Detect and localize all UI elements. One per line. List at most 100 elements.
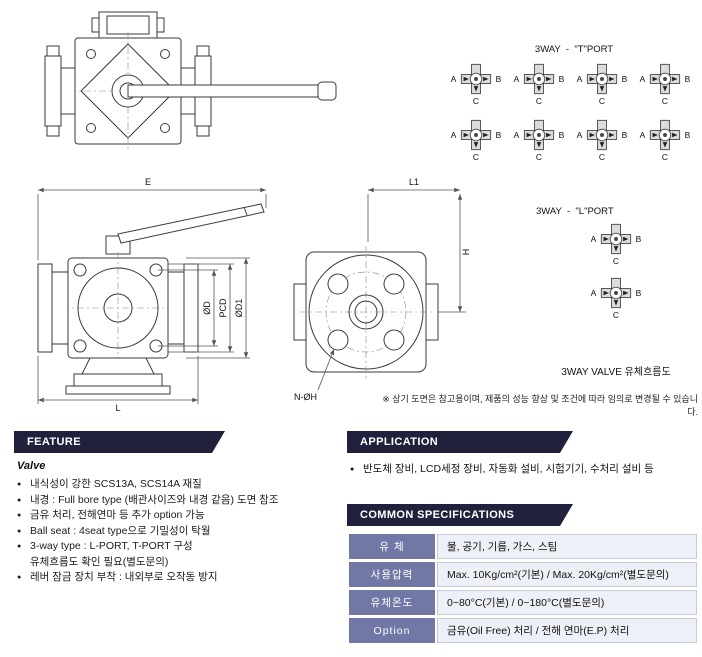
spec-label-option: Option (349, 618, 435, 643)
spec-value-fluid: 물, 공기, 기름, 가스, 스팀 (437, 534, 697, 559)
t-port-title: 3WAY - "T"PORT (534, 44, 614, 55)
spec-table: 유 체 물, 공기, 기름, 가스, 스팀 사용압력 Max. 10Kg/cm²… (349, 534, 697, 646)
dim-l1-label: L1 (409, 177, 419, 187)
port-a-label: A (576, 130, 583, 140)
spec-label-fluid: 유 체 (349, 534, 435, 559)
l-port-flow-section: 3WAY - "L"PORT A B C A B C (532, 206, 700, 321)
feature-item-text: 레버 잠금 장치 부착 : 내외부로 오작동 방지 (30, 571, 218, 583)
feature-item: ● 내경 : Full bore type (배관사이즈와 내경 같음) 도면 … (17, 493, 347, 509)
port-c-label: C (535, 96, 543, 106)
port-b-label: B (621, 74, 628, 84)
flange-face-drawing: L1 H N-ØH (293, 177, 471, 402)
port-b-label: B (635, 288, 642, 298)
port-c-label: C (472, 96, 480, 106)
dim-e-label: E (145, 177, 151, 187)
application-item-text: 반도체 장비, LCD세정 장비, 자동화 설비, 시험기기, 수처리 설비 등 (363, 463, 654, 475)
feature-item-text: 유체흐름도 확인 필요(별도문의) (30, 555, 169, 568)
dim-pcd-label: PCD (218, 298, 228, 318)
port-a-label: A (639, 130, 646, 140)
bullet-icon: ● (17, 543, 22, 550)
spec-row: Option 금유(Oil Free) 처리 / 전해 연마(E.P) 처리 (349, 618, 697, 643)
valve-flow-icon (460, 63, 492, 95)
spec-value-option: 금유(Oil Free) 처리 / 전해 연마(E.P) 처리 (437, 618, 697, 643)
dim-h-label: H (461, 249, 471, 256)
port-c-label: C (535, 152, 543, 162)
feature-item-text: 내경 : Full bore type (배관사이즈와 내경 같음) 도면 참조 (30, 493, 279, 506)
valve-flow-icon (523, 119, 555, 151)
feature-item: ● 금유 처리, 전해연마 등 추가 option 가능 (17, 508, 347, 524)
port-b-label: B (495, 74, 502, 84)
dim-l-label: L (115, 403, 120, 412)
port-a-label: A (590, 234, 597, 244)
flow-diagram-cell: A B C (574, 119, 637, 163)
port-a-label: A (450, 74, 457, 84)
port-a-label: A (450, 130, 457, 140)
feature-subtitle: Valve (17, 460, 46, 472)
bullet-icon: ● (350, 466, 355, 473)
spec-label-temperature: 유체온도 (349, 590, 435, 615)
port-b-label: B (558, 74, 565, 84)
flow-diagram-cell: A B C (448, 63, 511, 107)
feature-item: ● 내식성이 강한 SCS13A, SCS14A 재질 (17, 477, 347, 493)
bullet-icon: ● (17, 496, 22, 504)
port-c-label: C (612, 256, 620, 266)
bullet-icon: ● (17, 574, 22, 581)
port-c-label: C (598, 96, 606, 106)
valve-flow-icon (600, 223, 632, 255)
feature-item-text: 내식성이 강한 SCS13A, SCS14A 재질 (30, 478, 202, 490)
t-port-grid: A B C A B C A B C A B C (448, 63, 700, 163)
valve-flow-icon (460, 119, 492, 151)
port-b-label: B (495, 130, 502, 140)
spec-value-temperature: 0~80°C(기본) / 0~180°C(별도문의) (437, 590, 697, 615)
spec-value-pressure: Max. 10Kg/cm²(기본) / Max. 20Kg/cm²(별도문의) (437, 562, 697, 587)
l-port-title: 3WAY - "L"PORT (536, 206, 614, 217)
valve-flow-icon (649, 63, 681, 95)
flow-diagram-cell: A B C (574, 63, 637, 107)
port-a-label: A (513, 130, 520, 140)
spec-row: 사용압력 Max. 10Kg/cm²(기본) / Max. 20Kg/cm²(별… (349, 562, 697, 587)
spec-label-pressure: 사용압력 (349, 562, 435, 587)
valve-flow-icon (523, 63, 555, 95)
feature-header: FEATURE (14, 431, 225, 453)
port-b-label: B (558, 130, 565, 140)
valve-flow-icon (649, 119, 681, 151)
dim-d1-label: ØD1 (234, 299, 244, 318)
flow-diagram-cell: A B C (588, 223, 644, 267)
bullet-icon: ● (17, 481, 22, 488)
port-c-label: C (472, 152, 480, 162)
port-a-label: A (639, 74, 646, 84)
l-port-cells: A B C A B C (532, 223, 700, 321)
specs-header: COMMON SPECIFICATIONS (347, 504, 573, 526)
application-header: APPLICATION (347, 431, 573, 453)
valve-plan-drawing (44, 11, 337, 150)
port-c-label: C (612, 310, 620, 320)
dim-nh-label: N-ØH (294, 392, 317, 402)
port-b-label: B (621, 130, 628, 140)
feature-item-continuation: 유체흐름도 확인 필요(별도문의) (17, 555, 347, 571)
flow-diagram-cell: A B C (588, 277, 644, 321)
port-b-label: B (684, 130, 691, 140)
port-b-label: B (684, 74, 691, 84)
feature-item: ● 레버 잠금 장치 부착 : 내외부로 오작동 방지 (17, 570, 347, 586)
feature-list: ● 내식성이 강한 SCS13A, SCS14A 재질 ● 내경 : Full … (17, 477, 347, 586)
bullet-icon: ● (17, 527, 22, 535)
disclaimer-note: ※ 상기 도면은 참고용이며, 제품의 성능 향상 및 조건에 따라 임의로 변… (382, 394, 698, 417)
port-a-label: A (590, 288, 597, 298)
dim-d-label: ØD (202, 301, 212, 315)
port-c-label: C (661, 152, 669, 162)
valve-flow-icon (586, 119, 618, 151)
flow-diagram-cell: A B C (511, 63, 574, 107)
port-a-label: A (513, 74, 520, 84)
bullet-icon: ● (17, 512, 22, 519)
spec-row: 유체온도 0~80°C(기본) / 0~180°C(별도문의) (349, 590, 697, 615)
port-a-label: A (576, 74, 583, 84)
application-item: ● 반도체 장비, LCD세정 장비, 자동화 설비, 시험기기, 수처리 설비… (350, 462, 698, 477)
port-c-label: C (598, 152, 606, 162)
valve-flow-icon (586, 63, 618, 95)
flow-diagram-cell: A B C (448, 119, 511, 163)
feature-item-text: Ball seat : 4seat type으로 기밀성이 탁월 (30, 524, 211, 537)
t-port-flow-section: 3WAY - "T"PORT A B C A B C A B C (448, 44, 700, 163)
valve-flow-icon (600, 277, 632, 309)
feature-item-text: 3-way type : L-PORT, T-PORT 구성 (30, 540, 193, 552)
